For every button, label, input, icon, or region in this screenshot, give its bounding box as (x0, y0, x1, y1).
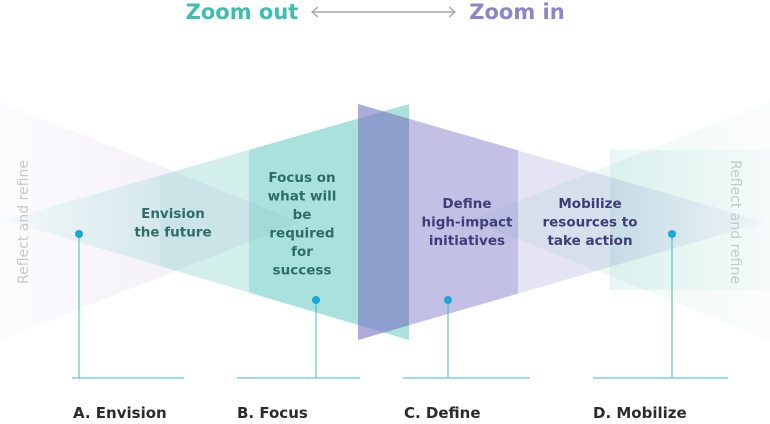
double-arrow-icon (310, 6, 457, 18)
zoom-in-heading: Zoom in (469, 0, 564, 24)
reflect-refine-left-label: Reflect and refine (16, 160, 32, 284)
stage-text-focus: Focus on what will be required for success (268, 170, 337, 279)
stage-line: resources to (542, 215, 637, 231)
stage-line: Define (442, 196, 491, 212)
stage-text-mobilize: Mobilize resources to take action (542, 196, 637, 249)
define-band (358, 104, 518, 340)
step-label-define: C. Define (404, 404, 481, 422)
marker-dot (668, 230, 676, 238)
stage-line: Focus on (268, 170, 335, 186)
stage-line: Envision (141, 206, 205, 222)
marker-focus (237, 296, 360, 379)
reflect-refine-right-label: Reflect and refine (727, 160, 743, 284)
marker-dot (312, 296, 320, 304)
marker-mobilize (593, 230, 728, 379)
stage-text-define: Define high-impact initiatives (421, 196, 513, 249)
stage-line: initiatives (429, 233, 505, 249)
stage-line: take action (547, 233, 632, 249)
step-label-focus: B. Focus (237, 404, 308, 422)
stage-line: required (269, 226, 334, 242)
marker-envision (72, 230, 184, 379)
marker-dot (444, 296, 452, 304)
stage-line: Mobilize (558, 196, 621, 212)
purple-wedge (358, 104, 765, 340)
stage-text-envision: Envision the future (134, 206, 211, 241)
zoom-out-heading: Zoom out (186, 0, 299, 24)
stage-line: the future (134, 225, 211, 241)
stage-line: what will (268, 189, 337, 205)
stage-line: for (291, 244, 313, 260)
marker-dot (75, 230, 83, 238)
stage-line: high-impact (421, 215, 513, 231)
stage-line: be (293, 207, 312, 223)
marker-define (403, 296, 530, 379)
step-label-mobilize: D. Mobilize (593, 404, 687, 422)
stage-line: success (273, 263, 332, 279)
step-label-envision: A. Envision (73, 404, 167, 422)
